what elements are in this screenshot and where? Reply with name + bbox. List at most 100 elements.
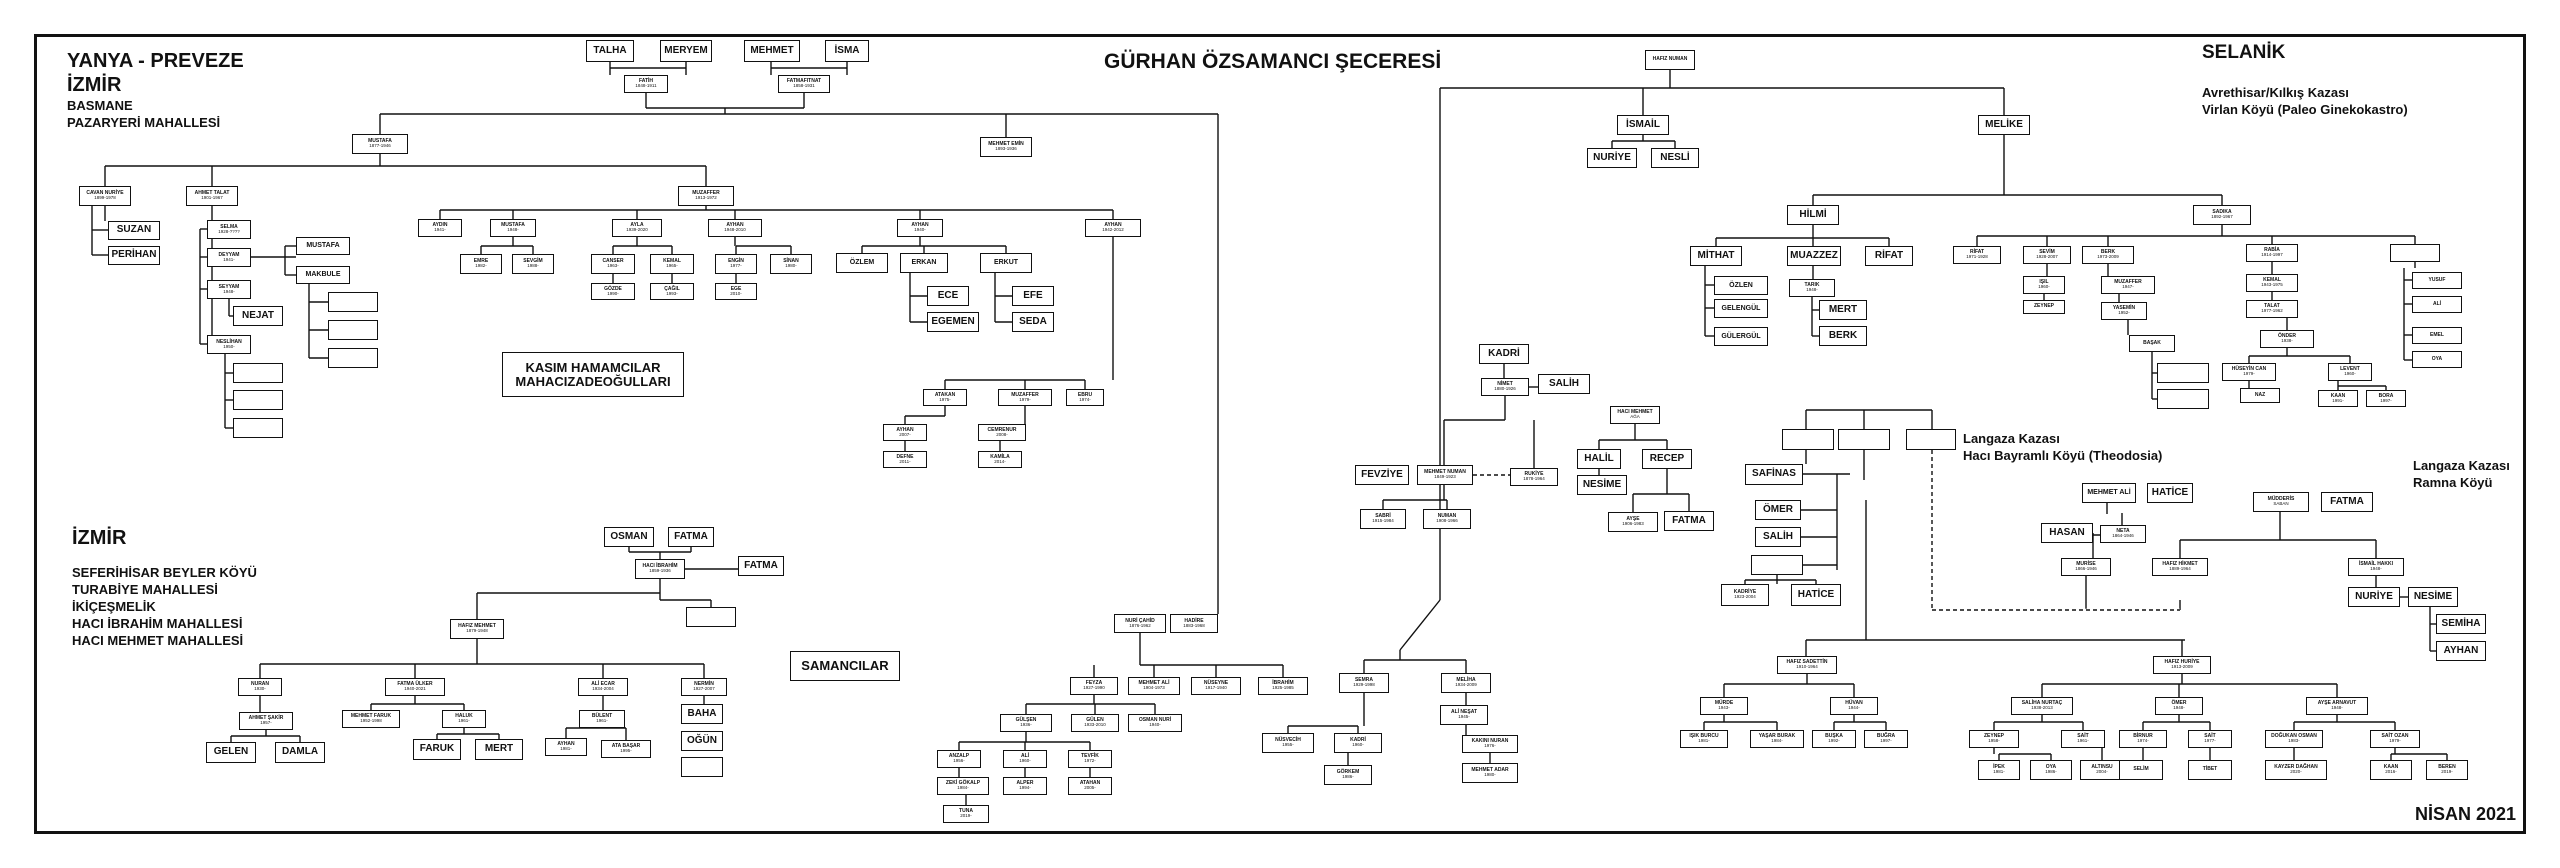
person-name: AYHAN (896, 426, 914, 433)
person-name: BUĞRA (1876, 733, 1896, 740)
person-dates: 1858-1931 (793, 83, 815, 89)
person-dates: 1940- (1149, 722, 1161, 728)
person-box-omer: ÖMER (1755, 500, 1801, 520)
person-dates: 1974- (1079, 396, 1091, 402)
person-box-egemen: EGEMEN (927, 312, 979, 332)
person-dates: 1913-2009 (2171, 664, 2193, 670)
person-name: HAFIZ SADETTİN (1786, 659, 1828, 666)
person-name: HAFIZ MEHMET (458, 623, 496, 630)
person-name: OSMAN NURİ (1138, 717, 1172, 724)
person-dates: 1906-1983 (1622, 521, 1644, 527)
person-name: NAZ (2254, 391, 2266, 398)
person-box-perihan: PERİHAN (108, 246, 160, 265)
person-name: ÖMER (1763, 503, 1793, 515)
person-name: BAŞAK (2143, 339, 2161, 346)
person-dates: 1942-2012 (1102, 227, 1124, 233)
person-name: MÜDDERİS (2267, 496, 2295, 503)
person-dates: 1913-1972 (695, 195, 717, 201)
person-dates: 2007- (899, 431, 911, 437)
person-name: DEYYAM (218, 251, 240, 258)
person-name: ENGİN (728, 258, 744, 265)
person-name: NERMİN (694, 681, 714, 688)
person-name: SEMİHA (2441, 617, 2481, 629)
diagram-title: GÜRHAN ÖZSAMANCI ŞECERESİ (1104, 50, 1442, 73)
person-name: CEMRENUR (987, 426, 1017, 433)
person-name: ALTINSU (2091, 764, 2113, 771)
person-dates: 1986- (2045, 769, 2057, 775)
person-name: NESİME (2413, 590, 2453, 602)
person-dates: 1948- (2370, 566, 2382, 572)
person-name: NURAN (250, 681, 270, 688)
person-dates: 1938-2013 (2031, 705, 2053, 711)
person-name: HASAN (2049, 526, 2085, 538)
person-box-faruk: FARUK (413, 739, 461, 760)
person-box-melike: MELİKE (1978, 115, 2030, 135)
person-box-basak: BAŞAK (2129, 335, 2175, 352)
person-name: YUSUF (2428, 276, 2446, 283)
person-name: RUKİYE (1524, 471, 1544, 478)
group-label-kasim: KASIM HAMAMCILAR MAHACIZADEOĞULLARI (502, 352, 684, 397)
person-name: PERİHAN (111, 249, 157, 261)
person-name: ALİ ECAR (591, 681, 615, 688)
region-langaza-2-l1: Langaza Kazası (2413, 458, 2510, 473)
person-name: TEVFİK (1081, 753, 1099, 760)
person-name: MEHMET ADAR (1471, 767, 1509, 774)
person-name: EMRE (473, 258, 489, 265)
person-name: KAMİLA (990, 453, 1010, 460)
person-dates: 2019- (2441, 769, 2453, 775)
person-box-emel: EMEL (2412, 327, 2462, 344)
person-name: HATİCE (2151, 486, 2189, 498)
person-name: BAHA (687, 707, 717, 719)
region-selanik-l1: Avrethisar/Kılkış Kazası (2202, 85, 2349, 100)
person-box-damla: DAMLA (275, 742, 325, 763)
person-box-kadri: KADRİ (1479, 344, 1529, 364)
person-name: SEMRA (1354, 677, 1374, 684)
person-name: FATMAFITNAT (786, 78, 822, 85)
person-dates: 1995- (620, 748, 632, 754)
person-dates: 1982- (475, 263, 487, 269)
person-dates: 1956- (953, 758, 965, 764)
person-name: HÜVAN (1845, 700, 1863, 707)
person-name: OYA (2045, 764, 2057, 771)
person-name: MEHMET ALİ (1138, 680, 1170, 687)
person-name: MUZAFFER (1011, 391, 1039, 398)
empty-person-box (328, 292, 378, 312)
person-name: MUAZZEZ (1790, 249, 1838, 261)
person-name: İPEK (1993, 764, 2005, 771)
person-name: SEDA (1019, 315, 1047, 327)
person-name: NETA (2116, 528, 2130, 535)
person-dates: 2004- (2096, 769, 2108, 775)
person-dates: 1993- (666, 290, 678, 296)
person-name: MERT (484, 743, 514, 755)
person-dates: 1915-1984 (1372, 518, 1394, 524)
person-box-osman: OSMAN (604, 527, 654, 547)
person-dates: 1866-1946 (2075, 566, 2097, 572)
person-box-salih: SALİH (1538, 374, 1590, 394)
person-dates: 2011- (899, 458, 911, 464)
person-box-nesli: NESLİ (1651, 148, 1699, 168)
person-name: DEFNE (896, 453, 914, 460)
person-name: FARUK (419, 743, 455, 755)
